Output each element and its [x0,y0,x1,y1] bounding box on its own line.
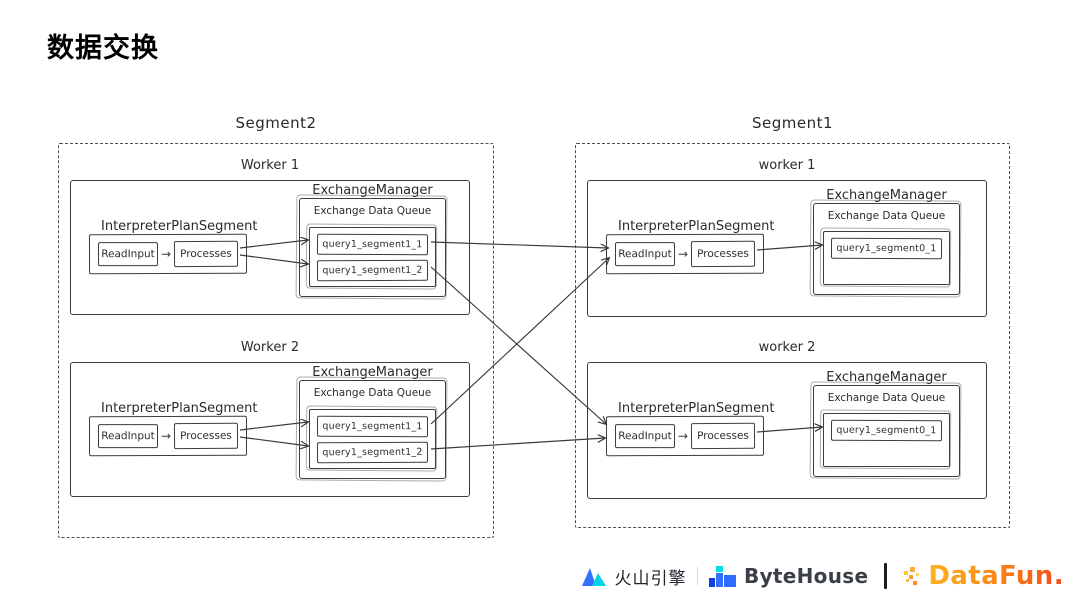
segment2-label: Segment2 [235,114,317,132]
segment1-label: Segment1 [751,114,834,132]
queue-container: query1_segment1_1 query1_segment1_2 [309,227,436,287]
segment1-worker2-card: worker 2 InterpreterPlanSegment ReadInpu… [587,340,987,499]
segment2-worker1-card: Worker 1 InterpreterPlanSegment ReadInpu… [70,158,470,315]
processes-node: Processes [690,240,756,268]
worker-box: InterpreterPlanSegment ReadInput → Proce… [70,362,470,497]
read-input-node: ReadInput [97,424,159,449]
exchange-manager-title: ExchangeManager [312,183,433,198]
exchange-data-queue-title: Exchange Data Queue [827,392,946,404]
flow-arrow-icon: → [677,246,689,262]
queue-item: query1_segment1_2 [316,259,429,281]
exchange-manager-title: ExchangeManager [312,365,433,380]
interpreter-plan-segment-box: ReadInput → Processes [605,415,765,457]
processes-node: Processes [173,422,239,450]
interpreter-plan-segment-box: ReadInput → Processes [605,233,765,275]
datafun-logo: DataFun. [903,561,1064,591]
segment1-worker1-card: worker 1 InterpreterPlanSegment ReadInpu… [587,158,987,317]
bytehouse-label: ByteHouse [744,564,869,588]
read-input-node: ReadInput [614,424,676,449]
queue-item: query1_segment1_1 [316,233,429,255]
exchange-data-queue-title: Exchange Data Queue [313,387,432,399]
flow-arrow-icon: → [160,246,172,262]
worker-label: worker 1 [758,158,816,173]
footer-logos: 火山引擎 ByteHouse DataFun. [581,554,1064,598]
worker-box: InterpreterPlanSegment ReadInput → Proce… [587,180,987,317]
queue-item: query1_segment1_1 [316,415,429,437]
processes-node: Processes [173,240,239,268]
separator [696,567,699,585]
exchange-manager-title: ExchangeManager [826,370,947,385]
worker-box: InterpreterPlanSegment ReadInput → Proce… [587,362,987,499]
datafun-pixels-icon [904,567,920,585]
interpreter-plan-segment-box: ReadInput → Processes [88,233,248,275]
exchange-manager-box: Exchange Data Queue query1_segment1_1 qu… [299,198,446,297]
datafun-label: DataFun. [928,561,1064,591]
page-title: 数据交换 [47,33,159,64]
bytehouse-logo: ByteHouse [708,564,868,589]
interpreter-plan-segment-title: InterpreterPlanSegment [618,219,775,234]
read-input-node: ReadInput [97,242,159,267]
worker-label: Worker 2 [240,340,300,355]
queue-item: query1_segment0_1 [830,237,943,260]
volcengine-label: 火山引擎 [614,568,687,589]
processes-node: Processes [690,422,756,450]
exchange-manager-box: Exchange Data Queue query1_segment0_1 [813,203,960,295]
read-input-node: ReadInput [614,242,676,267]
queue-container: query1_segment0_1 [823,413,950,467]
queue-container: query1_segment1_1 query1_segment1_2 [309,409,436,469]
queue-item: query1_segment0_1 [830,419,943,442]
bytehouse-house-icon [709,565,737,587]
volcengine-mountain-icon [581,568,606,586]
exchange-data-queue-title: Exchange Data Queue [313,205,432,217]
queue-container: query1_segment0_1 [823,231,950,285]
interpreter-plan-segment-title: InterpreterPlanSegment [101,401,258,416]
worker-box: InterpreterPlanSegment ReadInput → Proce… [70,180,470,315]
volcengine-logo: 火山引擎 [581,564,687,589]
exchange-manager-box: Exchange Data Queue query1_segment1_1 qu… [299,380,446,479]
separator [884,563,888,589]
segment2-worker2-card: Worker 2 InterpreterPlanSegment ReadInpu… [70,340,470,497]
exchange-manager-title: ExchangeManager [826,188,947,203]
exchange-manager-box: Exchange Data Queue query1_segment0_1 [813,385,960,477]
flow-arrow-icon: → [677,428,689,444]
worker-label: Worker 1 [240,158,300,173]
interpreter-plan-segment-box: ReadInput → Processes [88,415,248,457]
queue-item: query1_segment1_2 [316,441,429,463]
interpreter-plan-segment-title: InterpreterPlanSegment [618,401,775,416]
interpreter-plan-segment-title: InterpreterPlanSegment [101,219,258,234]
flow-arrow-icon: → [160,428,172,444]
worker-label: worker 2 [758,340,816,355]
exchange-data-queue-title: Exchange Data Queue [827,210,946,222]
